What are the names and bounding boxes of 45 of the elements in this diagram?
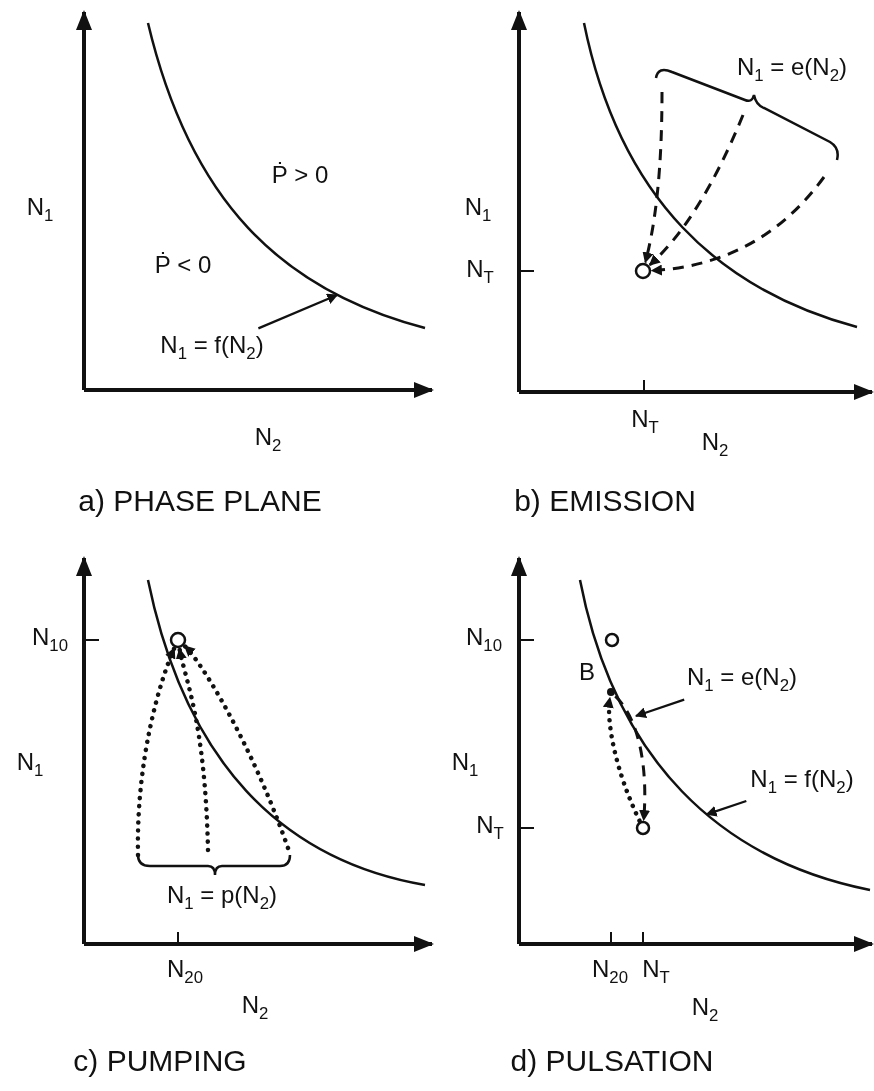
- axis-label: N$_{1}$: [16, 749, 44, 781]
- trajectory-arrow: [648, 114, 745, 267]
- panel-title: d) PULSATION: [510, 1043, 714, 1077]
- state-circle: [635, 820, 651, 836]
- axis-label: N$_{2}$: [241, 992, 269, 1024]
- tick-label: N$_{20}$: [167, 956, 203, 988]
- region-label: Ṗ < 0: [154, 251, 212, 279]
- trajectory-arrow: [642, 92, 664, 264]
- tick-label: N$_{T}$: [466, 256, 494, 288]
- leader-line: [705, 799, 747, 817]
- tick-label: N$_{10}$: [32, 624, 68, 656]
- function-label: N$_{1}$ = p(N$_{2}$): [166, 882, 278, 914]
- state-circle: [169, 631, 187, 649]
- leader-line: [634, 698, 685, 718]
- panel-title: c) PUMPING: [73, 1043, 247, 1077]
- tick-label: N$_{10}$: [466, 624, 502, 656]
- trajectory-arrow: [603, 695, 642, 824]
- function-label: N$_{1}$ = e(N$_{2}$): [686, 664, 798, 696]
- axis-label: N$_{2}$: [701, 429, 729, 461]
- panel-title: b) EMISSION: [514, 483, 696, 517]
- function-label: N$_{1}$ = e(N$_{2}$): [736, 54, 848, 86]
- trajectory-arrow: [614, 695, 650, 822]
- point-label: B: [579, 658, 595, 686]
- tick-label: N$_{T}$: [642, 956, 670, 988]
- axis-label: N$_{2}$: [254, 424, 282, 456]
- tick-label: N$_{T}$: [476, 812, 504, 844]
- axis-label: N$_{2}$: [691, 994, 719, 1026]
- region-label: Ṗ > 0: [271, 161, 329, 189]
- state-circle: [634, 262, 652, 280]
- axis-label: N$_{1}$: [464, 194, 492, 226]
- leader-line: [257, 293, 339, 330]
- curve: [146, 22, 426, 330]
- trajectory-arrow: [176, 646, 211, 853]
- trajectory-arrow: [182, 643, 291, 851]
- point-dot: [607, 688, 615, 696]
- function-label: N$_{1}$ = f(N$_{2}$): [750, 766, 854, 798]
- axis-label: N$_{1}$: [451, 749, 479, 781]
- trajectory-arrow: [135, 645, 177, 858]
- tick-label: N$_{20}$: [592, 956, 628, 988]
- state-circle: [604, 632, 620, 648]
- axis-label: N$_{1}$: [26, 194, 54, 226]
- function-label: N$_{1}$ = f(N$_{2}$): [160, 332, 264, 364]
- tick-label: N$_{T}$: [631, 406, 659, 438]
- panel-title: a) PHASE PLANE: [78, 483, 322, 517]
- trajectory-arrow: [650, 176, 826, 276]
